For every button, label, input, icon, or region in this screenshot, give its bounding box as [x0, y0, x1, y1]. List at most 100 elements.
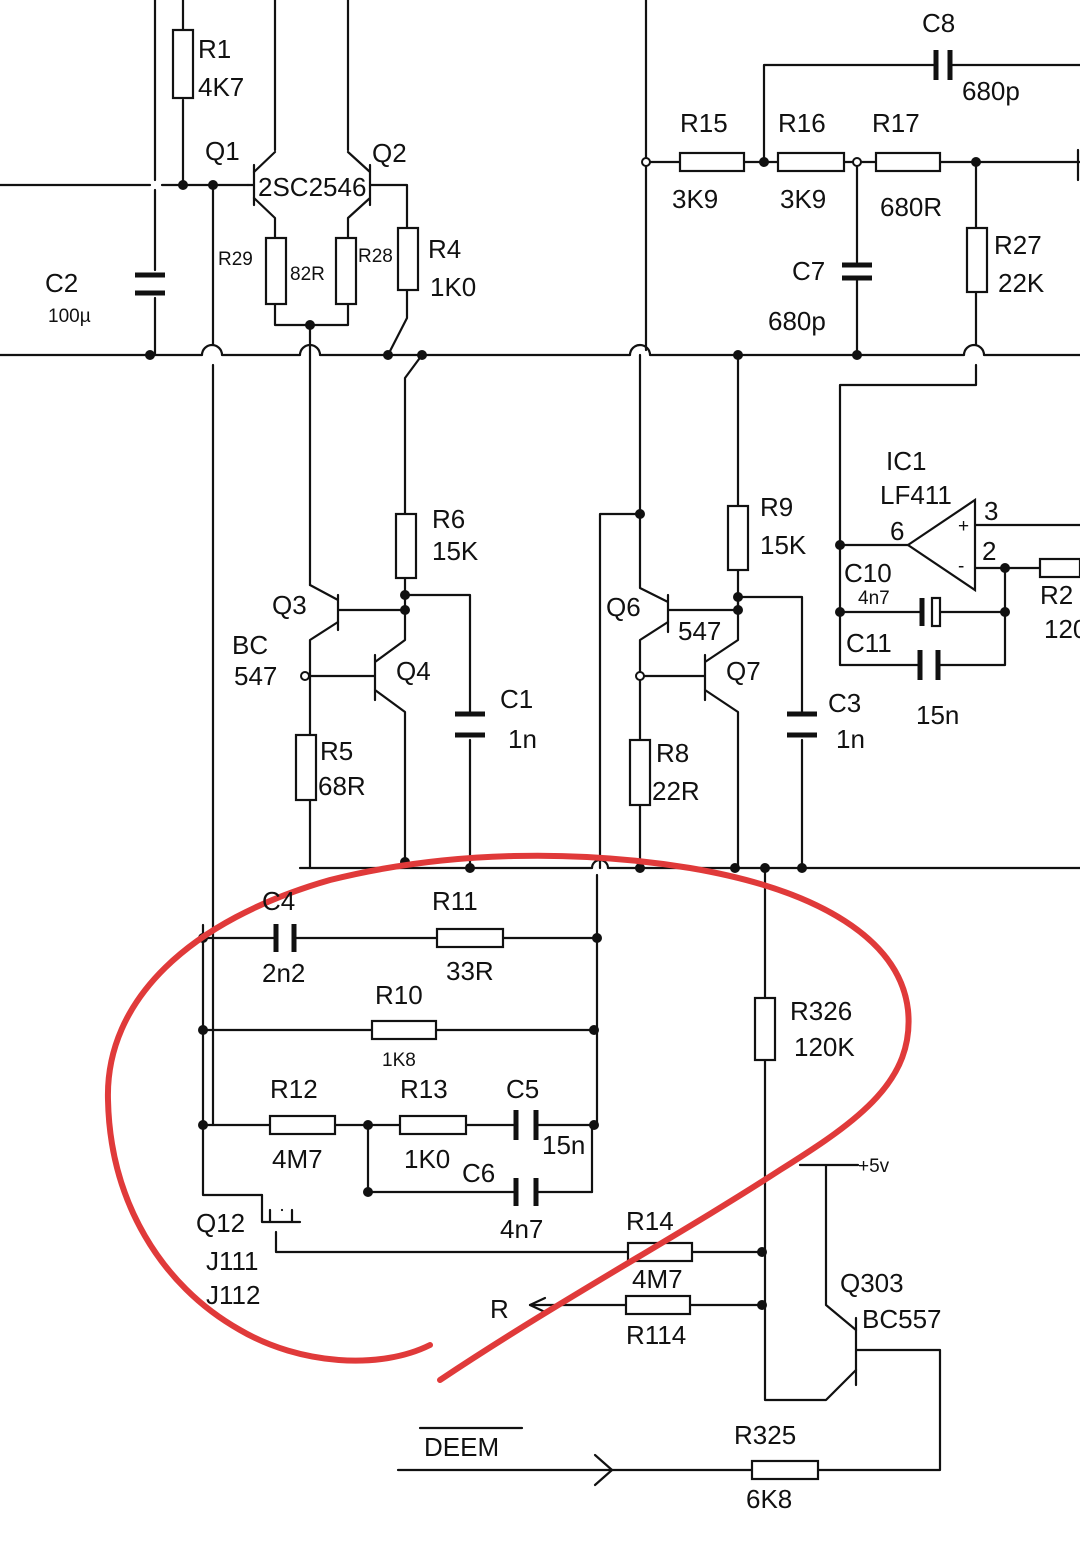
r29-label: R29: [218, 249, 253, 270]
c8-capacitor: [933, 50, 953, 80]
r8-resistor: [628, 738, 652, 807]
svg-text:-: -: [958, 556, 964, 577]
r2-value: 120: [1044, 614, 1080, 644]
q12-type-1: J111: [206, 1246, 259, 1276]
r4-resistor: [396, 226, 420, 292]
r14-value: 4M7: [632, 1264, 683, 1294]
r326-value: 120K: [794, 1032, 855, 1062]
r6-resistor: [394, 512, 418, 580]
c2-label: C2: [45, 268, 78, 298]
pin3-label: 3: [984, 496, 998, 526]
r13-label: R13: [400, 1074, 448, 1104]
c2-value: 100µ: [48, 306, 91, 327]
r5-value: 68R: [318, 771, 366, 801]
c11-label: C11: [846, 628, 892, 658]
r2-resistor: [1038, 557, 1080, 579]
r9-resistor: [726, 504, 750, 572]
plus5v-label: +5v: [858, 1156, 890, 1177]
c1-label: C1: [500, 684, 533, 714]
r16-value: 3K9: [780, 184, 826, 214]
c3-label: C3: [828, 688, 861, 718]
r15-label: R15: [680, 108, 728, 138]
r-output-label: R: [490, 1294, 509, 1324]
c11-value: 15n: [916, 700, 959, 730]
c4-label: C4: [262, 886, 295, 916]
c11-capacitor: [917, 650, 941, 680]
q12-type-2: J112: [206, 1280, 260, 1310]
r8-value: 22R: [652, 776, 700, 806]
q3-label: Q3: [272, 590, 307, 620]
c4-capacitor: [273, 924, 297, 952]
r15-value: 3K9: [672, 184, 718, 214]
r28-label: R28: [358, 246, 393, 267]
r14-label: R14: [626, 1206, 674, 1236]
pin6-label: 6: [890, 516, 904, 546]
r12-resistor: [268, 1114, 337, 1136]
capacitors: [135, 50, 953, 1206]
r27-resistor: [965, 226, 989, 294]
r28-resistor: [334, 236, 358, 306]
r6-label: R6: [432, 504, 465, 534]
r17-value: 680R: [880, 192, 942, 222]
r8-label: R8: [656, 738, 689, 768]
q3-type-1: BC: [232, 630, 268, 660]
q3-type-2: 547: [234, 661, 277, 691]
r16-label: R16: [778, 108, 826, 138]
r1-resistor: [171, 28, 195, 100]
r13-resistor: [398, 1114, 468, 1136]
r114-label: R114: [626, 1320, 686, 1350]
c5-label: C5: [506, 1074, 539, 1104]
r326-resistor: [753, 996, 777, 1062]
r4-label: R4: [428, 234, 461, 264]
svg-text:+: +: [958, 516, 969, 537]
r1-label: R1: [198, 34, 231, 64]
r12-value: 4M7: [272, 1144, 323, 1174]
c10-capacitor: [919, 596, 942, 628]
q1q2-type-label: 2SC2546: [258, 172, 366, 202]
q1-label: Q1: [205, 136, 240, 166]
r9-label: R9: [760, 492, 793, 522]
r6-value: 15K: [432, 536, 479, 566]
c1-value: 1n: [508, 724, 537, 754]
r15-resistor: [678, 151, 746, 173]
q303-label: Q303: [840, 1268, 904, 1298]
resistors: [171, 28, 1080, 1481]
q12-label: Q12: [196, 1208, 245, 1238]
r29-resistor: [264, 236, 288, 306]
r17-resistor: [874, 151, 942, 173]
c6-value: 4n7: [500, 1214, 543, 1244]
q6-label: Q6: [606, 592, 641, 622]
r10-value: 1K8: [382, 1050, 416, 1071]
pin2-label: 2: [982, 536, 996, 566]
q303-type: BC557: [862, 1304, 942, 1334]
r17-label: R17: [872, 108, 920, 138]
q7-label: Q7: [726, 656, 761, 686]
c5-value: 15n: [542, 1130, 585, 1160]
c2-capacitor: [135, 272, 165, 296]
c10-label: C10: [844, 558, 892, 588]
r11-value: 33R: [446, 956, 494, 986]
highlight-annotation: [104, 852, 912, 1383]
q6-type: 547: [678, 616, 721, 646]
c6-capacitor: [513, 1178, 539, 1206]
q2-label: Q2: [372, 138, 407, 168]
c3-value: 1n: [836, 724, 865, 754]
deem-label: DEEM: [424, 1432, 499, 1462]
r27-value: 22K: [998, 268, 1045, 298]
r325-label: R325: [734, 1420, 796, 1450]
r11-label: R11: [432, 886, 478, 916]
c5-capacitor: [513, 1110, 539, 1140]
r10-resistor: [370, 1019, 438, 1041]
r1-value: 4K7: [198, 72, 244, 102]
r29-value: 82R: [290, 264, 325, 285]
r13-value: 1K0: [404, 1144, 450, 1174]
r4-value: 1K0: [430, 272, 476, 302]
c3-capacitor: [787, 711, 817, 738]
r10-label: R10: [375, 980, 423, 1010]
r5-resistor: [294, 733, 318, 802]
c1-capacitor: [455, 711, 485, 738]
ic1-type: LF411: [880, 480, 952, 510]
r5-label: R5: [320, 736, 353, 766]
r325-resistor: [750, 1459, 820, 1481]
